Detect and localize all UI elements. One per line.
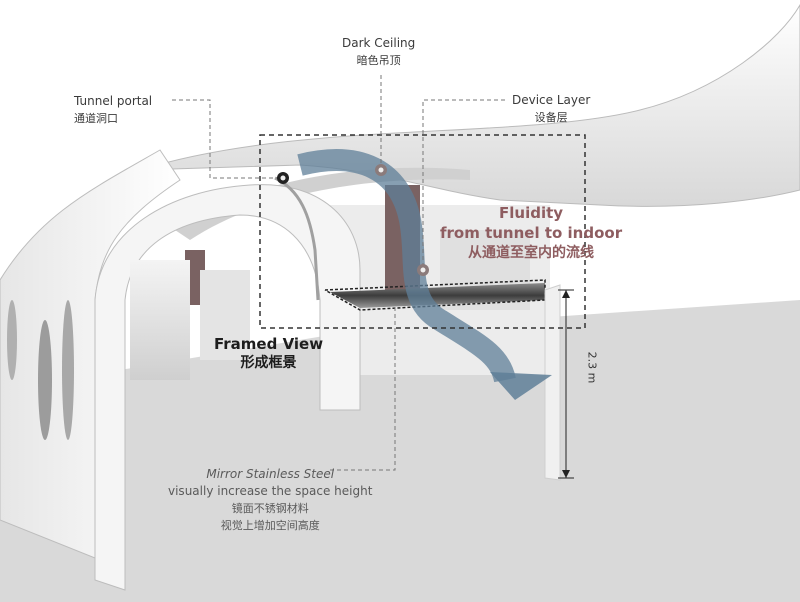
inner-panel [200, 270, 250, 360]
mirror-zh-1: 镜面不锈钢材料 [231, 502, 309, 515]
dimension-arrow-top [562, 290, 570, 298]
leader-mirror [330, 305, 396, 471]
floor [0, 300, 800, 602]
mirror-title: Mirror Stainless Steel [206, 467, 335, 481]
label-mirror-steel: Mirror Stainless Steel visually increase… [168, 466, 372, 534]
leader-tunnel-portal [172, 99, 283, 179]
flow-arrow [297, 149, 516, 383]
label-framed-view: Framed View 形成框景 [214, 335, 323, 373]
framed-view-zh: 形成框景 [240, 355, 297, 371]
device-layer-en: Device Layer [512, 93, 591, 107]
fluidity-subtitle: from tunnel to indoor [440, 224, 623, 242]
tunnel-arch [94, 184, 361, 591]
fluidity-title: Fluidity [499, 204, 564, 222]
tunnel-portal-en: Tunnel portal [74, 94, 153, 108]
framed-view-box [259, 134, 586, 329]
label-dark-ceiling: Dark Ceiling 暗色吊顶 [342, 35, 415, 69]
dimension-arrow-bottom [562, 470, 570, 478]
device-layer-zh: 设备层 [534, 111, 568, 124]
wall-opening [7, 300, 17, 380]
dark-ceiling-zh: 暗色吊顶 [356, 54, 401, 67]
height-dimension-label: 2.3 m [585, 351, 599, 384]
marker-dark-ceiling-inner [378, 167, 384, 173]
label-device-layer: Device Layer 设备层 [512, 92, 590, 126]
mirror-description: visually increase the space height [168, 484, 373, 498]
mirror-steel [330, 283, 545, 308]
tunnel-portal-zh: 通道洞口 [74, 112, 118, 125]
flow-arrowhead [490, 372, 552, 400]
wall-opening [38, 320, 52, 440]
framed-view-en: Framed View [214, 335, 324, 353]
wall-opening [62, 300, 74, 440]
mirror-zh-2: 视觉上增加空间高度 [220, 519, 320, 532]
right-block [544, 284, 561, 481]
fluidity-zh: 从通道至室内的流线 [468, 245, 595, 261]
label-fluidity: Fluidity from tunnel to indoor 从通道至室内的流线 [440, 203, 622, 263]
dark-ceiling-en: Dark Ceiling [342, 36, 416, 50]
marker-device-layer-inner [420, 267, 426, 273]
inner-panel [130, 260, 190, 380]
label-tunnel-portal: Tunnel portal 通道洞口 [74, 93, 152, 127]
marker-tunnel-portal-inner [280, 175, 286, 181]
